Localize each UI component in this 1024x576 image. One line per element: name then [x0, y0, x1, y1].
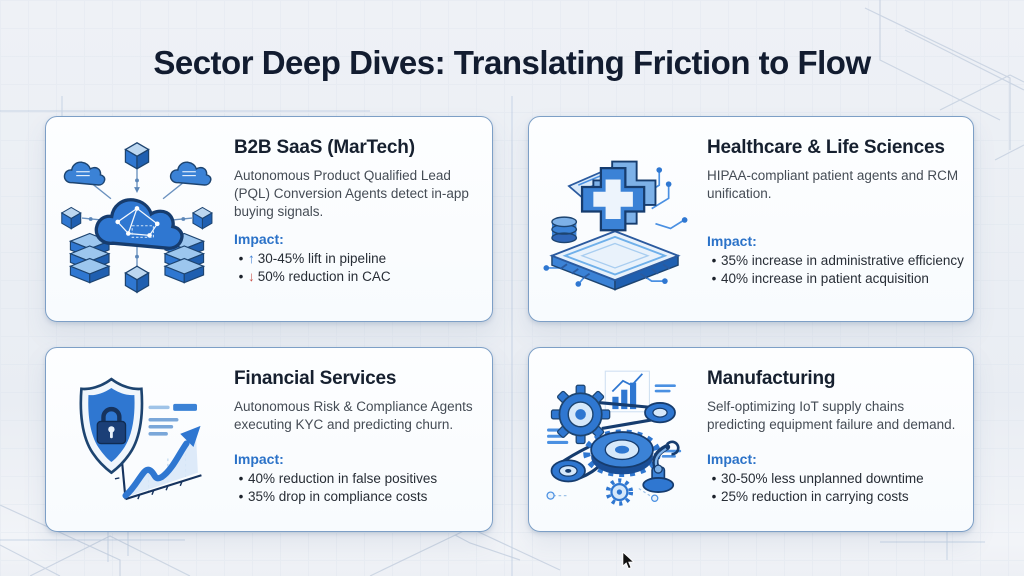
cloud-network-icon: [46, 117, 228, 321]
bullet-dot: •: [711, 253, 717, 269]
card-healthcare: Healthcare & Life Sciences HIPAA-complia…: [528, 116, 974, 322]
card-title: Financial Services: [234, 368, 397, 389]
bullet-dot: •: [711, 271, 717, 287]
card-description: Autonomous Risk & Compliance Agents exec…: [234, 399, 473, 433]
card-description: HIPAA-compliant patient agents and RCM u…: [707, 168, 959, 202]
impact-list: • 35% increase in administrative efficie…: [707, 253, 964, 286]
impact-list: • ↑ 30-45% lift in pipeline • ↓ 50% redu…: [234, 251, 482, 284]
bullet-dot: •: [711, 471, 717, 487]
impact-item: • ↑ 30-45% lift in pipeline: [234, 251, 482, 266]
bullet-dot: •: [238, 471, 244, 487]
card-b2b-saas: B2B SaaS (MarTech) Autonomous Product Qu…: [45, 116, 493, 322]
impact-item: • 30-50% less unplanned downtime: [707, 471, 963, 486]
impact-text: 40% reduction in false positives: [248, 471, 438, 487]
impact-text: 25% reduction in carrying costs: [721, 489, 909, 505]
impact-item: • 35% increase in administrative efficie…: [707, 253, 964, 268]
gears-robotic-arm-icon: [529, 348, 701, 531]
bullet-dot: •: [238, 489, 244, 505]
impact-label: Impact:: [707, 233, 757, 250]
impact-item: • 35% drop in compliance costs: [234, 489, 482, 504]
card-title: Healthcare & Life Sciences: [707, 137, 945, 158]
up-arrow-icon: ↑: [248, 251, 255, 267]
impact-text: 50% reduction in CAC: [257, 269, 391, 285]
impact-label: Impact:: [707, 451, 757, 468]
impact-item: • ↓ 50% reduction in CAC: [234, 269, 482, 284]
card-manufacturing: Manufacturing Self-optimizing IoT supply…: [528, 347, 974, 532]
bullet-dot: •: [711, 489, 717, 505]
impact-text: 35% drop in compliance costs: [248, 489, 428, 505]
impact-list: • 40% reduction in false positives • 35%…: [234, 471, 482, 504]
impact-text: 40% increase in patient acquisition: [721, 271, 929, 287]
impact-list: • 30-50% less unplanned downtime • 25% r…: [707, 471, 963, 504]
bullet-dot: •: [238, 251, 244, 267]
shield-lock-chart-icon: [46, 348, 228, 531]
bullet-dot: •: [238, 269, 244, 285]
card-title: B2B SaaS (MarTech): [234, 137, 415, 158]
impact-text: 30-50% less unplanned downtime: [721, 471, 924, 487]
card-description: Self-optimizing IoT supply chains predic…: [707, 399, 956, 433]
card-title: Manufacturing: [707, 368, 836, 389]
impact-text: 35% increase in administrative efficienc…: [721, 253, 964, 269]
impact-text: 30-45% lift in pipeline: [257, 251, 387, 267]
mouse-cursor: [622, 552, 635, 570]
down-arrow-icon: ↓: [248, 269, 255, 285]
medical-cross-chip-icon: [529, 117, 701, 321]
impact-label: Impact:: [234, 451, 284, 468]
card-financial-services: Financial Services Autonomous Risk & Com…: [45, 347, 493, 532]
page-title: Sector Deep Dives: Translating Friction …: [153, 44, 871, 81]
impact-item: • 40% reduction in false positives: [234, 471, 482, 486]
card-description: Autonomous Product Qualified Lead (PQL) …: [234, 168, 469, 220]
impact-item: • 25% reduction in carrying costs: [707, 489, 963, 504]
impact-item: • 40% increase in patient acquisition: [707, 271, 964, 286]
impact-label: Impact:: [234, 231, 284, 248]
